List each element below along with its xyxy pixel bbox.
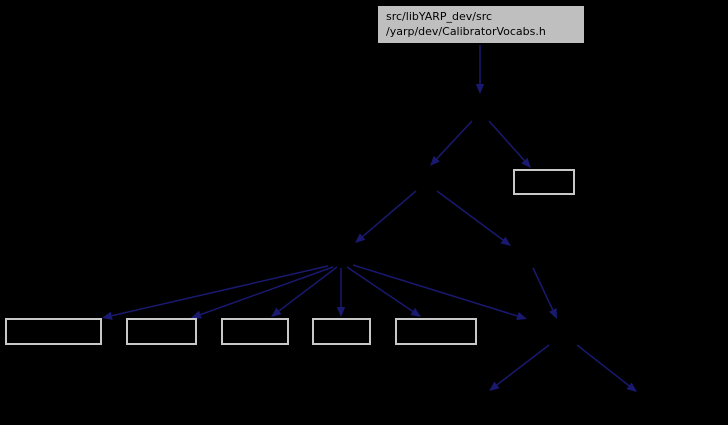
edge-l3-to-l4-right-arrowhead — [500, 236, 511, 246]
graph-node-dependency[interactable] — [312, 318, 371, 345]
graph-node-dependency[interactable] — [221, 318, 289, 345]
edge-l5hub-to-leaf6-arrowhead — [489, 381, 500, 391]
edge-l3-to-l4-right-line — [436, 190, 504, 241]
edge-l2-to-l3-left-line — [436, 120, 473, 160]
edge-hub-to-l5hub-line — [352, 264, 518, 317]
edge-hub-to-leaf2-line — [200, 266, 334, 316]
edge-hub-to-leaf5-line — [346, 266, 414, 313]
edge-hub-to-leaf1-line — [111, 265, 329, 317]
edge-l3-to-hub-line — [362, 190, 417, 238]
edge-l2-to-depbox-line — [488, 120, 525, 162]
edge-main-to-l2-arrowhead — [475, 84, 485, 94]
edge-l4right-to-l5hub-line — [532, 267, 554, 311]
graph-node-main: src/libYARP_dev/src/yarp/dev/CalibratorV… — [377, 5, 585, 44]
edge-l5hub-to-leaf6-line — [496, 344, 550, 386]
edge-l5hub-to-leaf7-arrowhead — [626, 382, 637, 392]
graph-node-dependency[interactable] — [5, 318, 102, 345]
edge-l4right-to-l5hub-arrowhead — [548, 308, 557, 319]
edge-hub-to-leaf3-arrowhead — [271, 307, 282, 317]
edge-l2-to-l3-left-arrowhead — [430, 155, 440, 166]
edge-hub-to-leaf4-arrowhead — [336, 307, 346, 317]
edge-hub-to-leaf1-arrowhead — [102, 311, 113, 320]
graph-node-main-label: /yarp/dev/CalibratorVocabs.h — [386, 25, 546, 38]
edge-l3-to-hub-arrowhead — [355, 233, 366, 243]
graph-node-dependency[interactable] — [395, 318, 477, 345]
graph-node-dependency[interactable] — [513, 169, 575, 195]
graph-node-dependency[interactable] — [126, 318, 197, 345]
edge-hub-to-leaf3-line — [278, 266, 338, 312]
edge-l2-to-depbox-arrowhead — [521, 157, 531, 168]
edge-hub-to-l5hub-arrowhead — [516, 312, 527, 321]
edge-hub-to-leaf2-arrowhead — [191, 310, 202, 319]
edge-l5hub-to-leaf7-line — [576, 344, 630, 387]
edge-hub-to-leaf5-arrowhead — [410, 307, 421, 317]
graph-node-main-label: src/libYARP_dev/src — [386, 10, 493, 23]
